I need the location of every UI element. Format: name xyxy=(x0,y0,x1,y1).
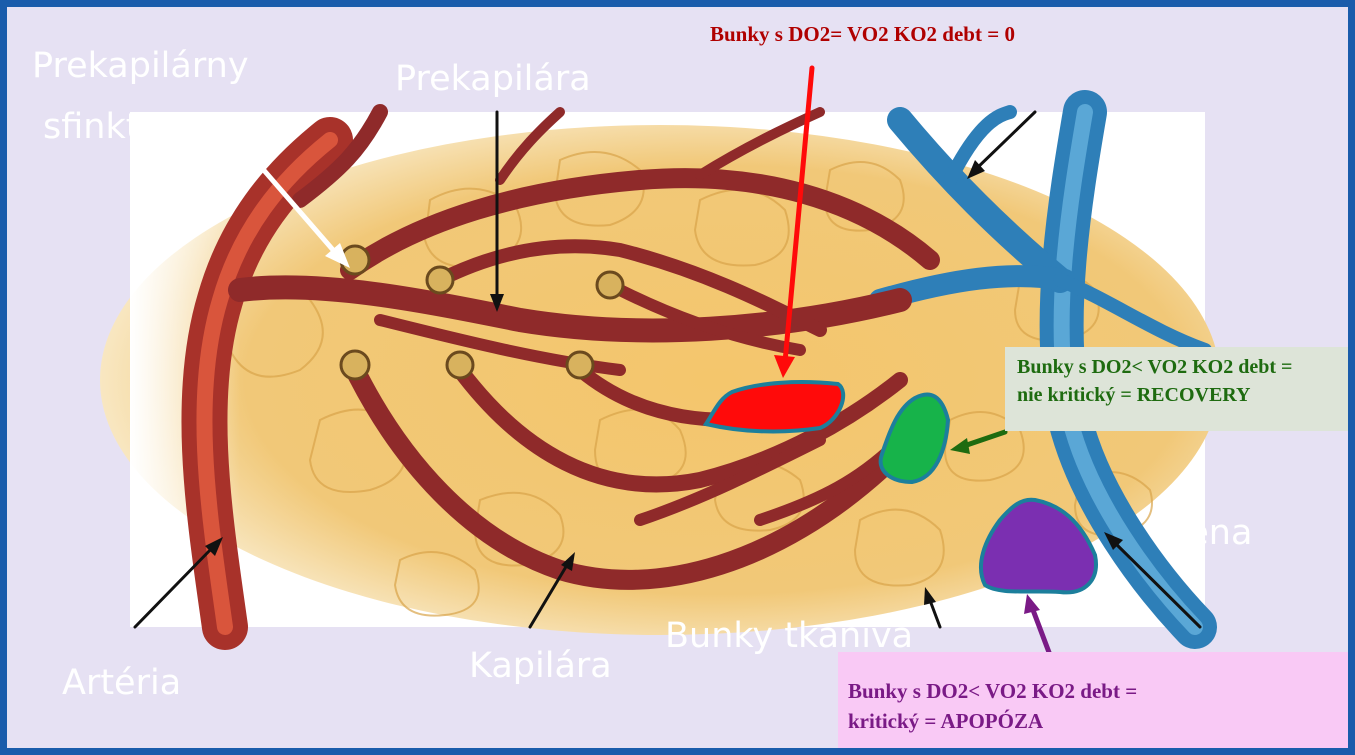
label-vena: Véna xyxy=(1166,512,1252,554)
label-sfinkter: sfinkter xyxy=(43,106,175,148)
annotation-green-line1: Bunky s DO2< VO2 KO2 debt = xyxy=(1017,353,1292,381)
label-bunky-tkaniva: Bunky tkaniva xyxy=(665,615,913,657)
label-prekapilara: Prekapilára xyxy=(395,58,591,100)
annotation-red: Bunky s DO2= VO2 KO2 debt = 0 xyxy=(710,20,1015,48)
label-arteria: Artéria xyxy=(62,662,181,704)
annotation-green: Bunky s DO2< VO2 KO2 debt = nie kritický… xyxy=(1005,347,1355,431)
annotation-purple-line1: Bunky s DO2< VO2 KO2 debt = xyxy=(848,677,1137,705)
annotation-purple-line2: kritický = APOPÓZA xyxy=(848,707,1043,735)
label-prekapilarny: Prekapilárny xyxy=(32,45,249,87)
label-kapilara: Kapilára xyxy=(469,645,612,687)
annotation-green-line2: nie kritický = RECOVERY xyxy=(1017,381,1250,409)
